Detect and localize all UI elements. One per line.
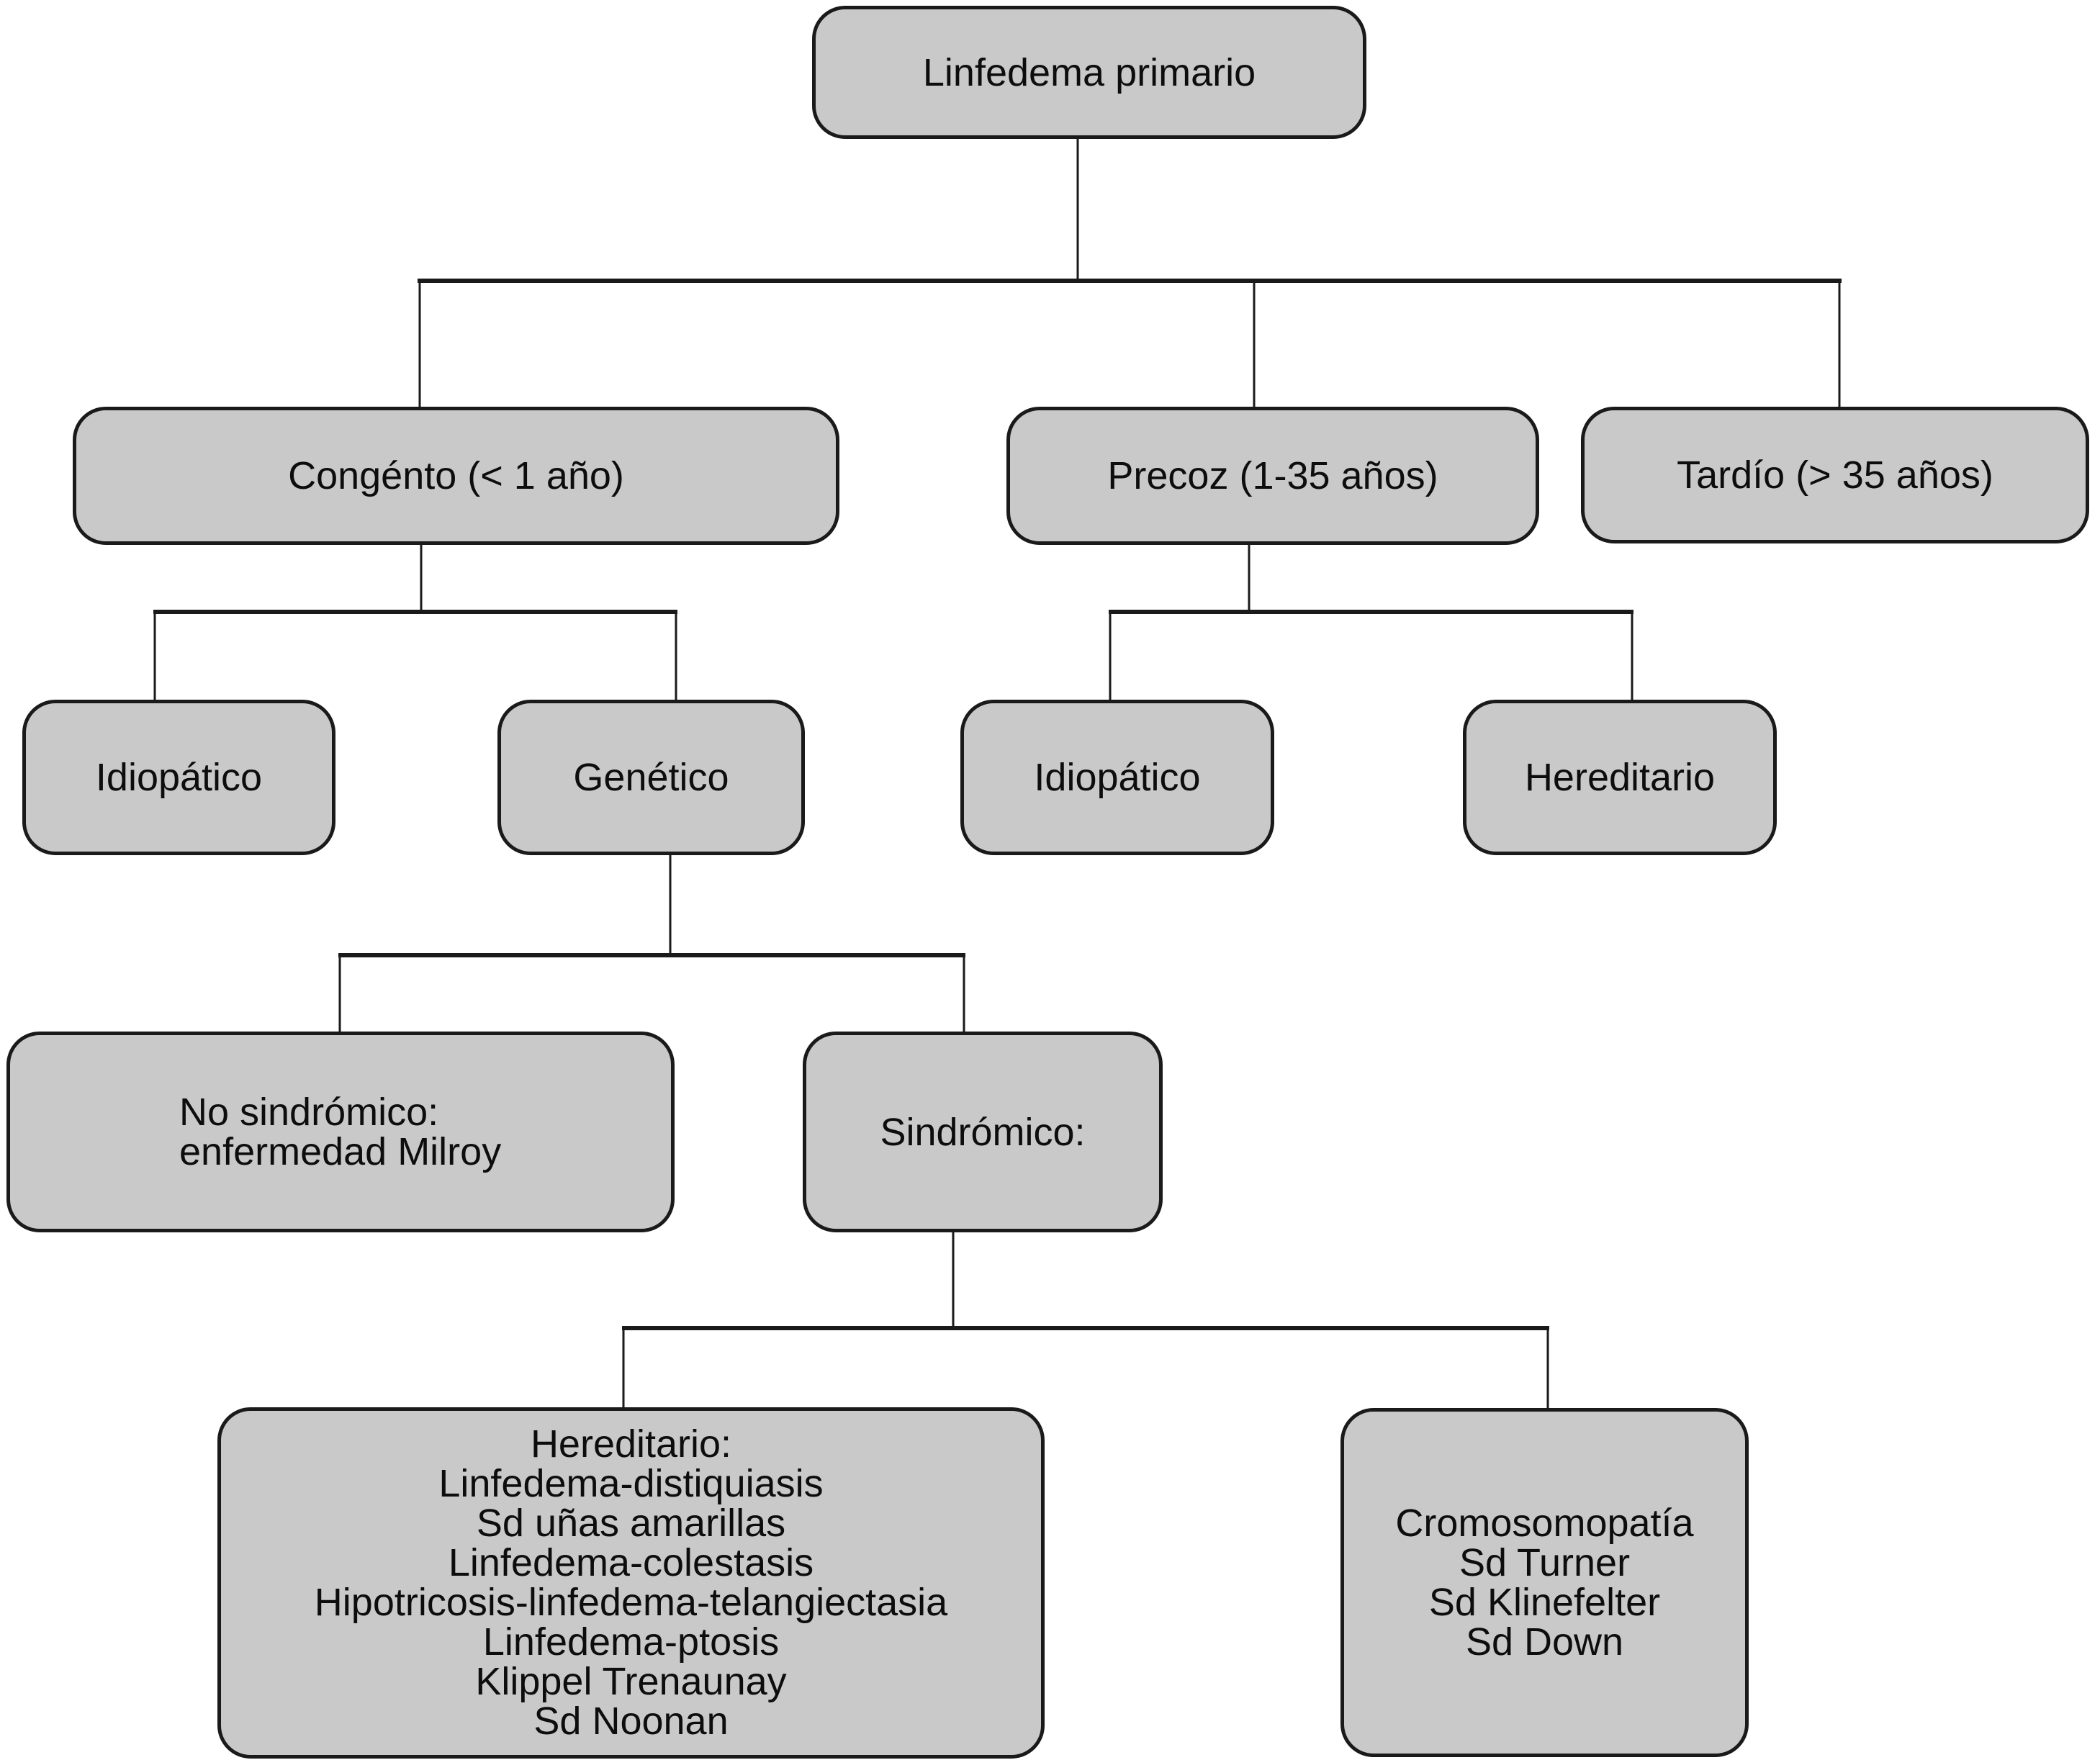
- text-line: Linfedema-ptosis: [482, 1620, 780, 1664]
- node-no-sindromico: No sindrómico: enfermedad Milroy: [6, 1032, 675, 1232]
- node-idiopatico-congenito: Idiopático: [22, 700, 335, 855]
- node-label: Cromosomopatía Sd Turner Sd Klinefelter …: [1395, 1501, 1694, 1664]
- node-label: Congénto (< 1 año): [288, 454, 624, 497]
- node-hereditario-sindromico-list: Hereditario: Linfedema-distiquiasis Sd u…: [217, 1407, 1045, 1759]
- node-cromosomopatia-list: Cromosomopatía Sd Turner Sd Klinefelter …: [1340, 1408, 1749, 1757]
- node-label: Tardío (> 35 años): [1677, 453, 1993, 497]
- node-sindromico: Sindrómico:: [803, 1032, 1163, 1232]
- node-idiopatico-precoz: Idiopático: [960, 700, 1274, 855]
- text-line: Sd Down: [1465, 1620, 1624, 1664]
- node-hereditario: Hereditario: [1463, 700, 1777, 855]
- node-label: Genético: [573, 756, 729, 799]
- text-line: Sd Klinefelter: [1428, 1580, 1661, 1624]
- text-line: Hereditario:: [530, 1422, 732, 1466]
- text-line: Klippel Trenaunay: [475, 1660, 787, 1703]
- node-label: No sindrómico: enfermedad Milroy: [179, 1090, 502, 1173]
- node-label: Sindrómico:: [880, 1110, 1086, 1154]
- node-congenito: Congénto (< 1 año): [73, 407, 839, 545]
- node-genetico: Genético: [497, 700, 805, 855]
- text-line: Cromosomopatía: [1395, 1501, 1694, 1545]
- text-line: Sd Turner: [1459, 1540, 1631, 1584]
- text-line: No sindrómico:: [179, 1090, 439, 1134]
- text-line: Linfedema-distiquiasis: [438, 1462, 824, 1505]
- text-line: Sd Noonan: [533, 1700, 729, 1743]
- node-linfedema-primario: Linfedema primario: [812, 6, 1366, 139]
- text-line: Hipotricosis-linfedema-telangiectasia: [314, 1581, 948, 1624]
- node-label: Linfedema primario: [922, 50, 1256, 94]
- node-label: Hereditario: Linfedema-distiquiasis Sd u…: [315, 1425, 947, 1741]
- node-tardio: Tardío (> 35 años): [1581, 407, 2089, 543]
- text-line: enfermedad Milroy: [179, 1129, 502, 1173]
- text-line: Sd uñas amarillas: [476, 1502, 786, 1545]
- node-label: Idiopático: [1034, 756, 1201, 799]
- text-line: Linfedema-colestasis: [448, 1541, 814, 1584]
- node-label: Idiopático: [95, 756, 263, 799]
- node-precoz: Precoz (1-35 años): [1006, 407, 1539, 545]
- node-label: Hereditario: [1524, 756, 1716, 799]
- node-label: Precoz (1-35 años): [1107, 454, 1438, 497]
